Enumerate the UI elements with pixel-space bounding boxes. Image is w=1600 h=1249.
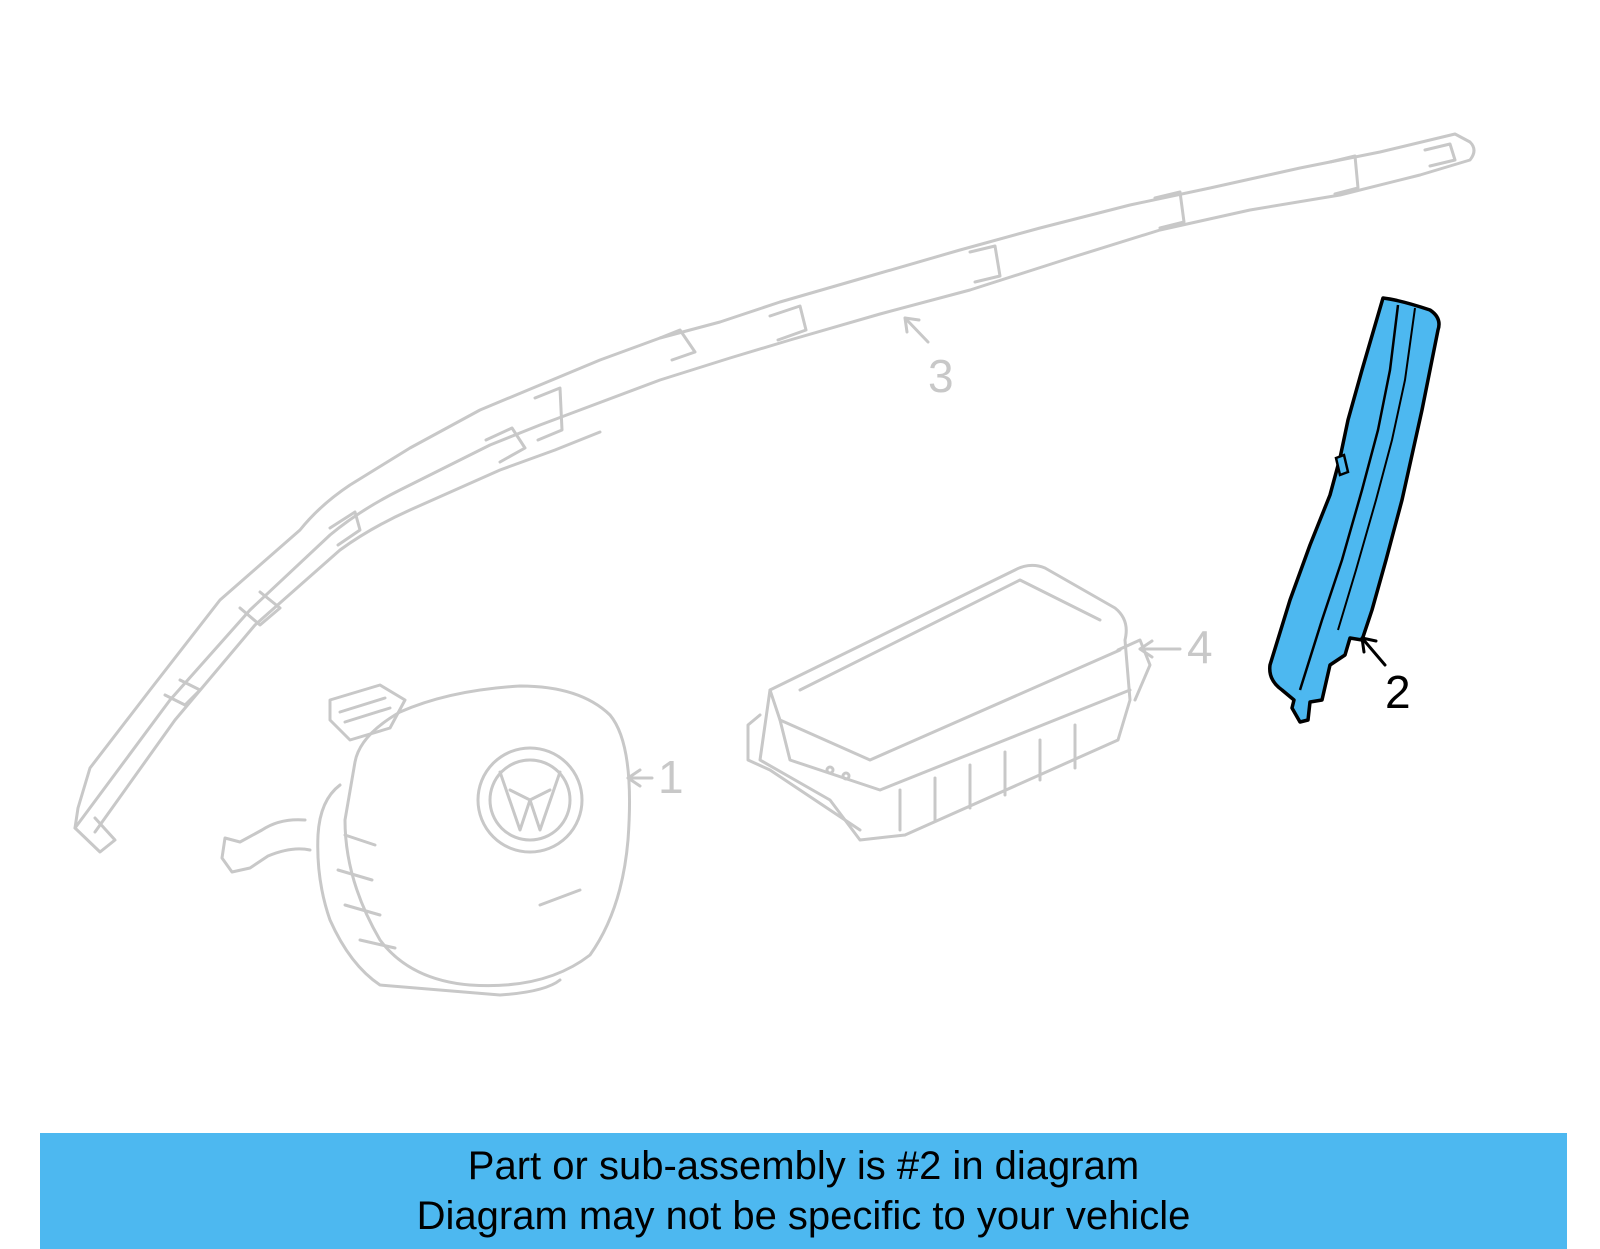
- banner-line-1: Part or sub-assembly is #2 in diagram: [467, 1144, 1140, 1188]
- banner-line-2: Diagram may not be specific to your vehi…: [416, 1194, 1191, 1238]
- part-4-passenger-airbag: 4: [746, 563, 1213, 842]
- info-banner: Part or sub-assembly is #2 in diagram Di…: [40, 1133, 1567, 1249]
- callout-2-label: 2: [1385, 666, 1411, 718]
- callout-3: 3: [903, 316, 954, 402]
- callout-4-label: 4: [1187, 621, 1213, 673]
- part-2-knee-airbag: 2: [1268, 296, 1441, 724]
- part-1-steering-wheel-airbag: 1: [220, 683, 684, 997]
- part-3-curtain-airbag: [73, 132, 1476, 854]
- callout-1-label: 1: [658, 751, 684, 803]
- callout-3-label: 3: [928, 350, 954, 402]
